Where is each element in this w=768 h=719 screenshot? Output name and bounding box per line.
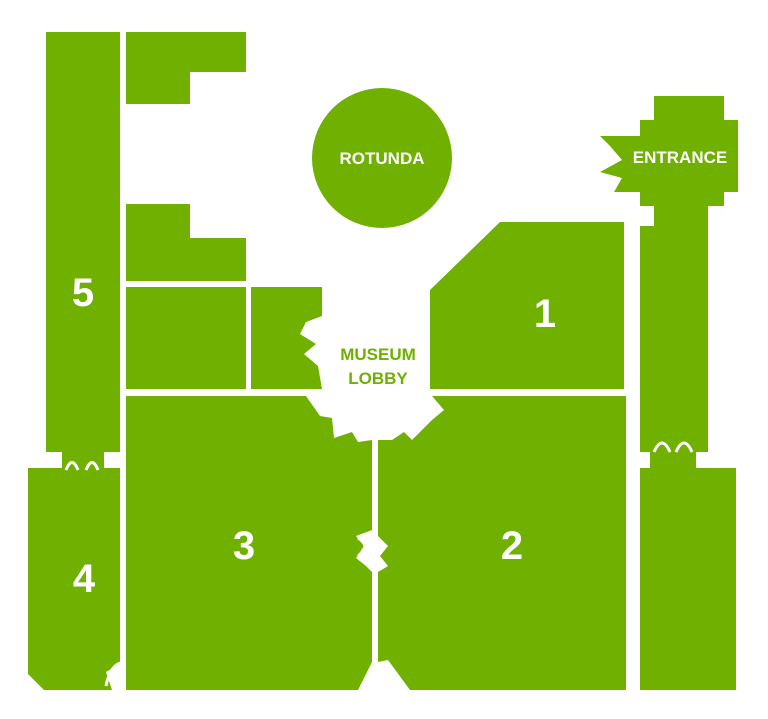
middle-annex-block (126, 204, 246, 281)
room-4-area[interactable] (28, 468, 120, 690)
door-5-to-4 (64, 461, 100, 471)
gallery-small-right (251, 287, 322, 389)
entrance-lower-block (640, 468, 736, 690)
museum-lobby-label-line2: LOBBY (348, 369, 408, 388)
door-entrance-lower (652, 441, 694, 453)
door-3-to-2 (357, 536, 373, 558)
museum-lobby-label-line1: MUSEUM (340, 345, 416, 364)
door-4-corner (104, 660, 125, 687)
entrance-corridor[interactable] (600, 96, 738, 452)
entrance-label: ENTRANCE (633, 148, 727, 167)
room-1-label: 1 (534, 292, 556, 336)
room-5-label: 5 (72, 271, 94, 315)
entrance-door-stub (650, 450, 696, 470)
room-2-area[interactable] (378, 396, 626, 690)
rotunda-area[interactable] (312, 88, 452, 228)
room-3-label: 3 (233, 524, 255, 568)
room-3-area[interactable] (126, 396, 372, 690)
upper-annex-block (126, 32, 246, 104)
gallery-small-left (126, 287, 246, 389)
room-5-area[interactable] (46, 32, 120, 452)
room-1-area[interactable] (430, 222, 624, 389)
room-2-label: 2 (501, 524, 523, 568)
rotunda-label: ROTUNDA (340, 149, 425, 168)
room-4-label: 4 (73, 557, 96, 601)
